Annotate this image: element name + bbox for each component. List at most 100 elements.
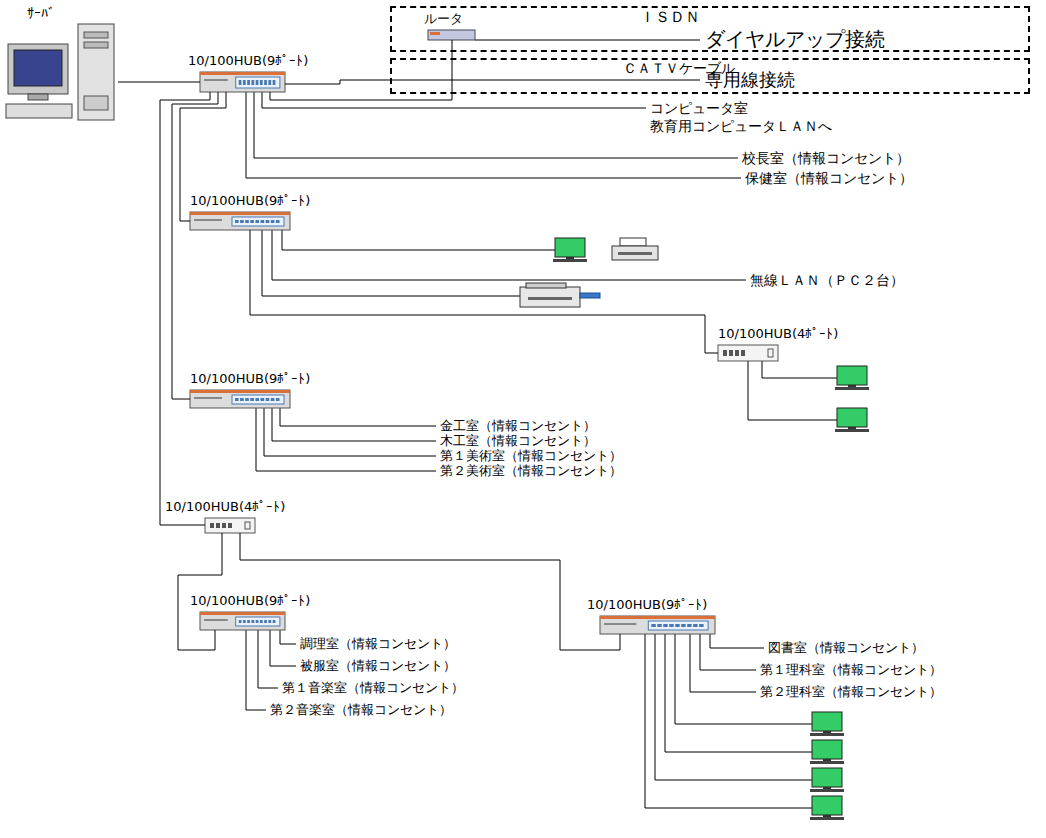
power-socket [768, 349, 773, 357]
port-panel [232, 395, 284, 404]
device-node: ルータ [428, 30, 475, 40]
leader-line [264, 408, 436, 456]
port [251, 620, 254, 623]
pc-stand [848, 427, 856, 429]
pc-stand [823, 787, 831, 789]
room-label: 第２美術室（情報コンセント） [440, 463, 622, 479]
hub-body [190, 212, 290, 230]
printer-icon [612, 238, 658, 260]
port-panel [236, 77, 280, 88]
port-panel [648, 621, 708, 630]
server-monitor [8, 44, 68, 94]
port [729, 350, 733, 356]
leader-line [282, 230, 555, 250]
port [261, 398, 265, 401]
port [264, 80, 267, 85]
device-node: 10/100HUB(9ﾎﾟｰﾄ) [200, 612, 285, 630]
device-node: 10/100HUB(9ﾎﾟｰﾄ) [190, 212, 290, 230]
leader-line [710, 634, 764, 648]
device-label: 10/100HUB(4ﾎﾟｰﾄ) [165, 500, 285, 515]
leader-line [280, 630, 296, 644]
network-cable [172, 92, 218, 399]
port [663, 624, 667, 627]
printer-paper [620, 238, 646, 246]
device-label: ｻｰﾊﾞ [27, 5, 55, 21]
leader-line [280, 408, 436, 426]
pc-icon [835, 408, 869, 432]
hub-body [205, 518, 255, 533]
hub-logo [194, 219, 222, 221]
port [250, 220, 254, 223]
copier-body [520, 287, 580, 307]
port [681, 624, 685, 627]
hub9-icon [200, 612, 285, 630]
pc-monitor [812, 712, 842, 731]
port [687, 624, 691, 627]
hub-logo [604, 623, 636, 625]
device-label: 10/100HUB(9ﾎﾟｰﾄ) [188, 54, 308, 69]
leader-line [246, 630, 266, 710]
room-label: 第２音楽室（情報コンセント） [270, 702, 452, 718]
port-panel [232, 217, 284, 226]
copier-lid [526, 283, 566, 288]
pc-stand [823, 731, 831, 733]
pc-base [810, 789, 844, 792]
port [235, 398, 239, 401]
port [222, 523, 226, 528]
device-label: 10/100HUB(4ﾎﾟｰﾄ) [718, 327, 838, 342]
printer-body [612, 246, 658, 260]
pc-monitor [812, 768, 842, 787]
hub-body [600, 616, 715, 634]
monitor-stand [28, 94, 48, 100]
pc-base [810, 733, 844, 736]
hub4-icon [718, 345, 778, 361]
connection-box: ＩＳＤＮダイヤルアップ接続ルータ [390, 6, 1030, 52]
link-text: ダイヤルアップ接続 [705, 28, 885, 51]
leader-line [256, 408, 436, 471]
room-label: 第１理科室（情報コンセント） [760, 662, 942, 678]
drive-bay [84, 32, 108, 38]
hub-body [200, 612, 285, 630]
pc-stand [823, 815, 831, 817]
leader-line [700, 634, 756, 670]
port [268, 620, 271, 623]
port [276, 398, 280, 401]
device-node: 10/100HUB(9ﾎﾟｰﾄ) [600, 616, 715, 634]
port [675, 624, 679, 627]
room-label: 第１美術室（情報コンセント） [440, 448, 622, 464]
port [243, 80, 246, 85]
port [271, 220, 275, 223]
port [210, 523, 214, 528]
leader-line [762, 361, 837, 378]
pc-monitor [812, 740, 842, 759]
pc-icon [810, 712, 844, 736]
pc-monitor [837, 366, 867, 385]
pc-icon [835, 366, 869, 390]
pc-stand [566, 257, 574, 259]
pc-monitor [555, 238, 585, 257]
room-label: コンピュータ室 [650, 100, 748, 116]
port [741, 350, 745, 356]
port [260, 80, 263, 85]
copier-slot [528, 297, 572, 300]
device-label: 10/100HUB(9ﾎﾟｰﾄ) [190, 194, 310, 209]
room-label: 第２理科室（情報コンセント） [760, 684, 942, 700]
pc-base [810, 817, 844, 820]
hub9-icon [190, 212, 290, 230]
hub-stripe [200, 612, 285, 615]
port [723, 350, 727, 356]
device-label: ルータ [424, 12, 463, 27]
network-cable [178, 533, 222, 650]
port [256, 80, 259, 85]
hub-logo [204, 619, 228, 621]
port [240, 220, 244, 223]
room-label: 木工室（情報コンセント） [440, 433, 596, 449]
hub-body [200, 72, 285, 92]
room-label: 保健室（情報コンセント） [745, 170, 913, 186]
room-label: 金工室（情報コンセント） [440, 418, 596, 434]
hub-logo [204, 79, 228, 81]
room-label: 調理室（情報コンセント） [300, 636, 456, 652]
port [245, 220, 249, 223]
device-label: 10/100HUB(9ﾎﾟｰﾄ) [190, 372, 310, 387]
network-cable [240, 533, 620, 650]
